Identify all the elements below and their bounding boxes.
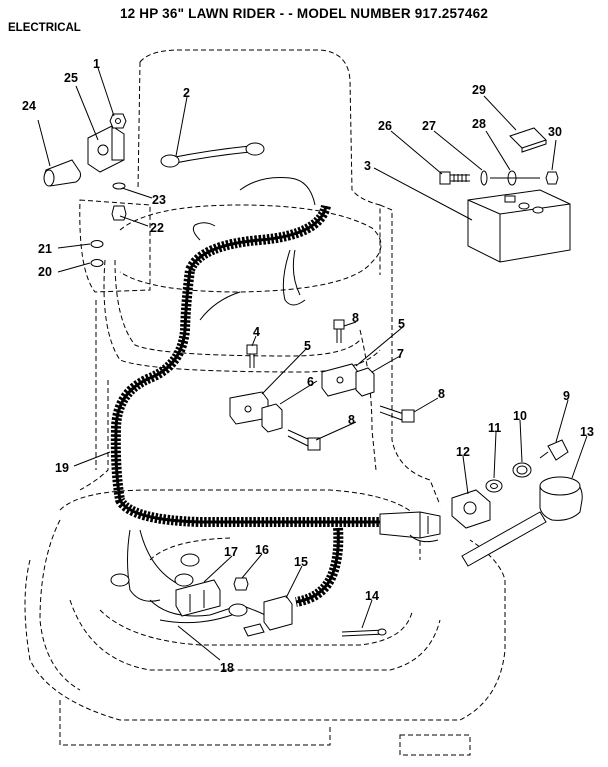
callout-10: 10 [513, 409, 527, 423]
part-8-screw-lower [287, 429, 321, 451]
callout-20: 20 [38, 265, 52, 279]
callout-23: 23 [152, 193, 166, 207]
callout-16: 16 [255, 543, 269, 557]
callout-8a: 8 [352, 311, 359, 325]
callout-1: 1 [93, 57, 100, 71]
part-20-washer [90, 259, 104, 267]
part-7-clip [355, 367, 375, 397]
part-28-nut [490, 170, 540, 186]
harness-wires [127, 177, 439, 626]
mower-body-outline [24, 49, 506, 756]
section-label: ELECTRICAL [8, 22, 81, 34]
callout-4: 4 [253, 325, 260, 339]
callout-27: 27 [422, 119, 436, 133]
part-21-washer [90, 240, 104, 248]
part-1-nut [109, 113, 127, 129]
part-14-clip [341, 628, 387, 637]
part-2-cable [160, 142, 265, 168]
callout-18: 18 [220, 661, 234, 675]
callout-6: 6 [307, 375, 314, 389]
part-27-washer [480, 170, 488, 186]
callout-29: 29 [472, 83, 486, 97]
callout-13: 13 [580, 425, 594, 439]
part-8-screw-right [379, 405, 415, 423]
callout-8c: 8 [438, 387, 445, 401]
part-18-ground-wire [110, 553, 248, 617]
leader-lines [37, 67, 588, 661]
part-29-terminal-cover [509, 127, 547, 153]
part-25-solenoid-bracket [87, 125, 125, 173]
part-30-nut [545, 171, 559, 185]
callout-19: 19 [55, 461, 69, 475]
part-26-bolt [439, 171, 470, 185]
callout-5a: 5 [304, 339, 311, 353]
part-3-battery [467, 189, 571, 263]
callout-26: 26 [378, 119, 392, 133]
callout-5b: 5 [398, 317, 405, 331]
page-title: 12 HP 36" LAWN RIDER - - MODEL NUMBER 91… [119, 6, 489, 21]
callout-11: 11 [488, 421, 501, 435]
callout-22: 22 [150, 221, 164, 235]
part-5-bracket-right [321, 363, 359, 397]
callout-24: 24 [22, 99, 36, 113]
callout-25: 25 [64, 71, 78, 85]
part-13-tube [461, 476, 583, 567]
part-12-ignition-switch [451, 489, 491, 529]
callout-8b: 8 [348, 413, 355, 427]
part-8-screw-top [333, 319, 345, 343]
part-17-fuse-holder [175, 579, 221, 617]
coiled-wire-harness [110, 204, 441, 607]
callout-21: 21 [38, 242, 52, 256]
part-24-cover [43, 159, 81, 187]
callout-30: 30 [548, 125, 562, 139]
part-11-nut [485, 479, 503, 493]
callout-14: 14 [365, 589, 379, 603]
part-9-key [539, 439, 569, 461]
callout-15: 15 [294, 555, 308, 569]
callout-28: 28 [472, 117, 486, 131]
callout-3: 3 [364, 159, 371, 173]
part-10-bezel [512, 462, 532, 478]
part-16-nut [233, 577, 249, 591]
part-6-clip [261, 403, 283, 433]
part-23-washer [112, 182, 126, 190]
callout-12: 12 [456, 445, 470, 459]
callouts: 1 2 3 4 5 5 6 7 8 8 8 9 10 11 12 13 14 1… [22, 57, 594, 675]
callout-7: 7 [397, 347, 404, 361]
part-15-connector [243, 595, 293, 637]
callout-2: 2 [183, 86, 190, 100]
callout-9: 9 [563, 389, 570, 403]
callout-17: 17 [224, 545, 238, 559]
part-4-screw [246, 344, 258, 368]
